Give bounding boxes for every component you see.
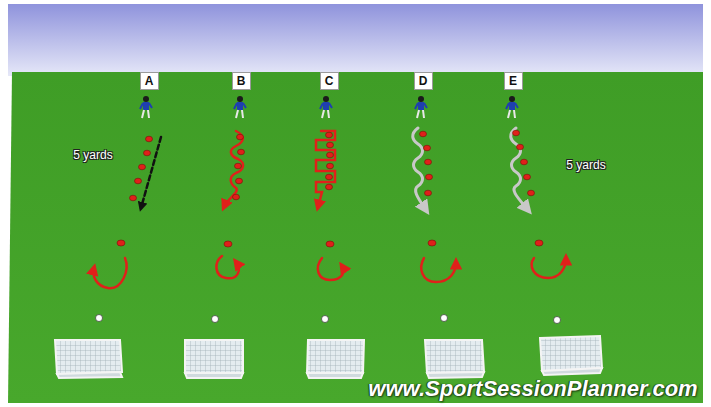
dribble-paths <box>141 128 528 210</box>
players <box>140 96 518 118</box>
distance-label: 5 yards <box>73 148 112 162</box>
lane-letter-box: A <box>140 72 159 90</box>
balls <box>96 315 561 324</box>
turn-arrows <box>94 256 566 288</box>
lane-letter: B <box>237 74 246 88</box>
lane-letter-box: C <box>320 72 339 90</box>
cones <box>117 130 543 247</box>
lane-letter-box: E <box>504 72 523 90</box>
lane-letter-box: D <box>414 72 433 90</box>
lane-letter: E <box>509 74 518 88</box>
lane-letter-box: B <box>232 72 251 90</box>
grass <box>8 72 703 403</box>
sky <box>8 4 703 76</box>
distance-label: 5 yards <box>566 158 605 172</box>
watermark: www.SportSessionPlanner.com <box>368 376 697 402</box>
lane-letter: D <box>419 74 428 88</box>
goals <box>55 336 602 378</box>
lane-letter: C <box>325 74 334 88</box>
lane-letter: A <box>145 74 154 88</box>
